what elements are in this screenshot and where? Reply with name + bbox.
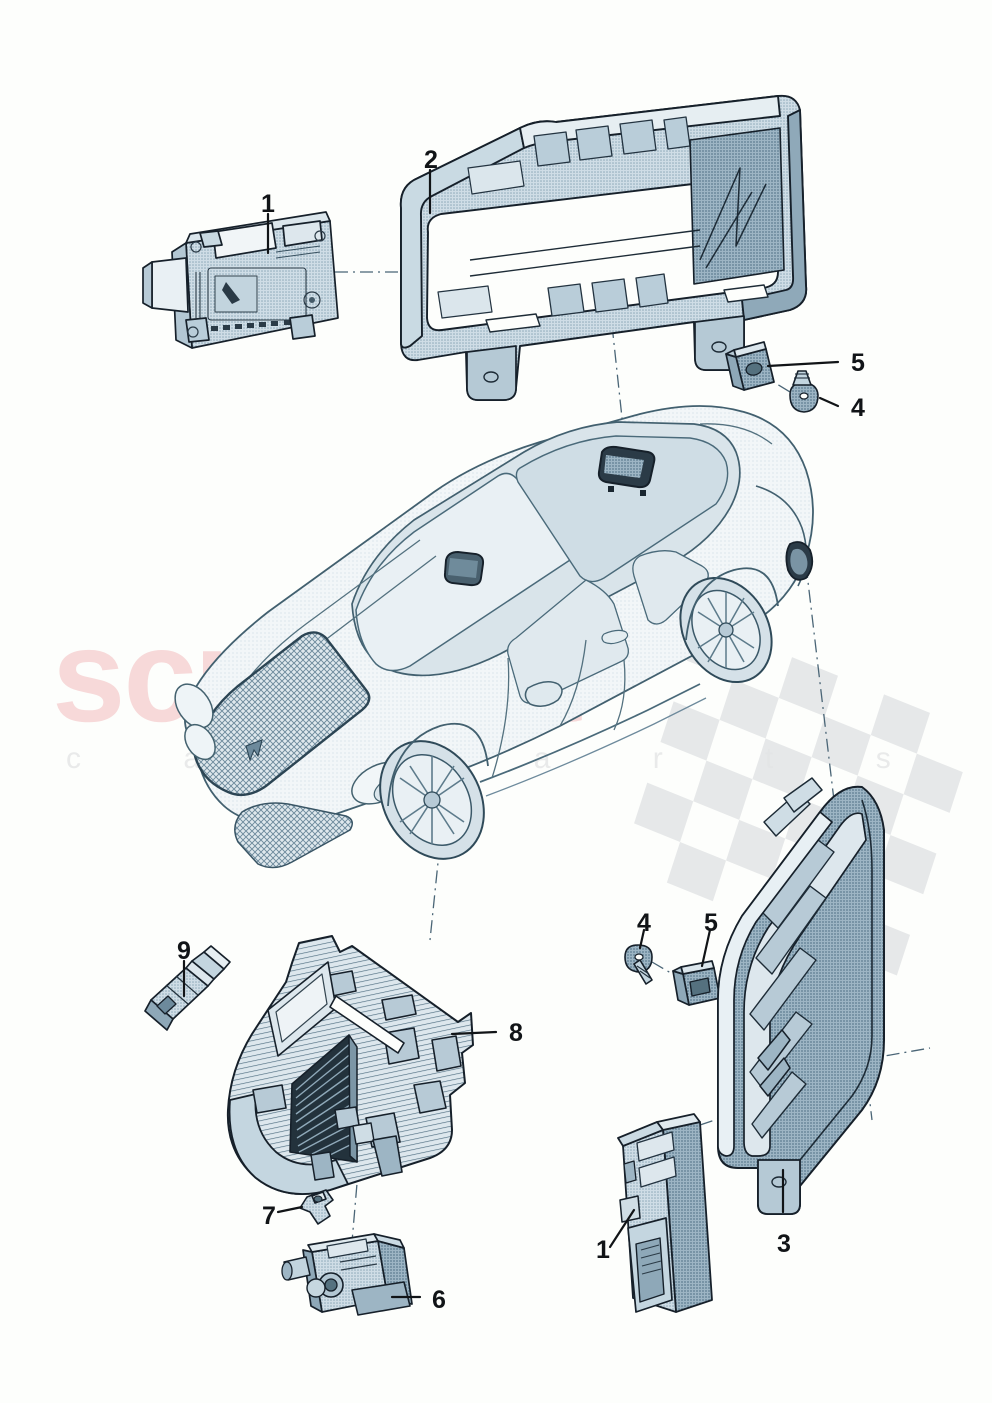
part-retaining-clip [299, 1189, 334, 1225]
callout-label-1-top: 1 [261, 190, 275, 218]
callout-label-8: 8 [509, 1019, 523, 1047]
callout-label-6: 6 [432, 1286, 446, 1314]
callout-label-7: 7 [262, 1202, 276, 1230]
part-side-trim-bracket [717, 777, 885, 1215]
callout-label-5-top: 5 [851, 349, 865, 377]
vehicle-illustration [174, 405, 814, 869]
callout-label-4-top: 4 [851, 394, 865, 422]
part-sensor-unit [281, 1233, 413, 1316]
part-clip-nut-bottom [672, 960, 721, 1006]
part-roof-carrier-panel [226, 935, 474, 1195]
part-control-unit-module-top [142, 211, 339, 349]
callout-label-5-bottom: 5 [704, 909, 718, 937]
part-aerial-connector [144, 945, 231, 1031]
callout-label-2: 2 [424, 146, 438, 174]
part-control-unit-module-bottom [617, 1113, 713, 1313]
part-clip-nut-top [725, 341, 775, 391]
callout-label-4-bottom: 4 [637, 909, 651, 937]
callout-leader-lines [182, 168, 840, 1299]
callout-label-3: 3 [777, 1230, 791, 1258]
callout-label-9: 9 [177, 937, 191, 965]
callout-label-1-bottom: 1 [596, 1236, 610, 1264]
part-screw-bottom [624, 944, 653, 985]
part-bracket-housing-frame [399, 94, 808, 401]
part-screw-top [789, 370, 819, 413]
